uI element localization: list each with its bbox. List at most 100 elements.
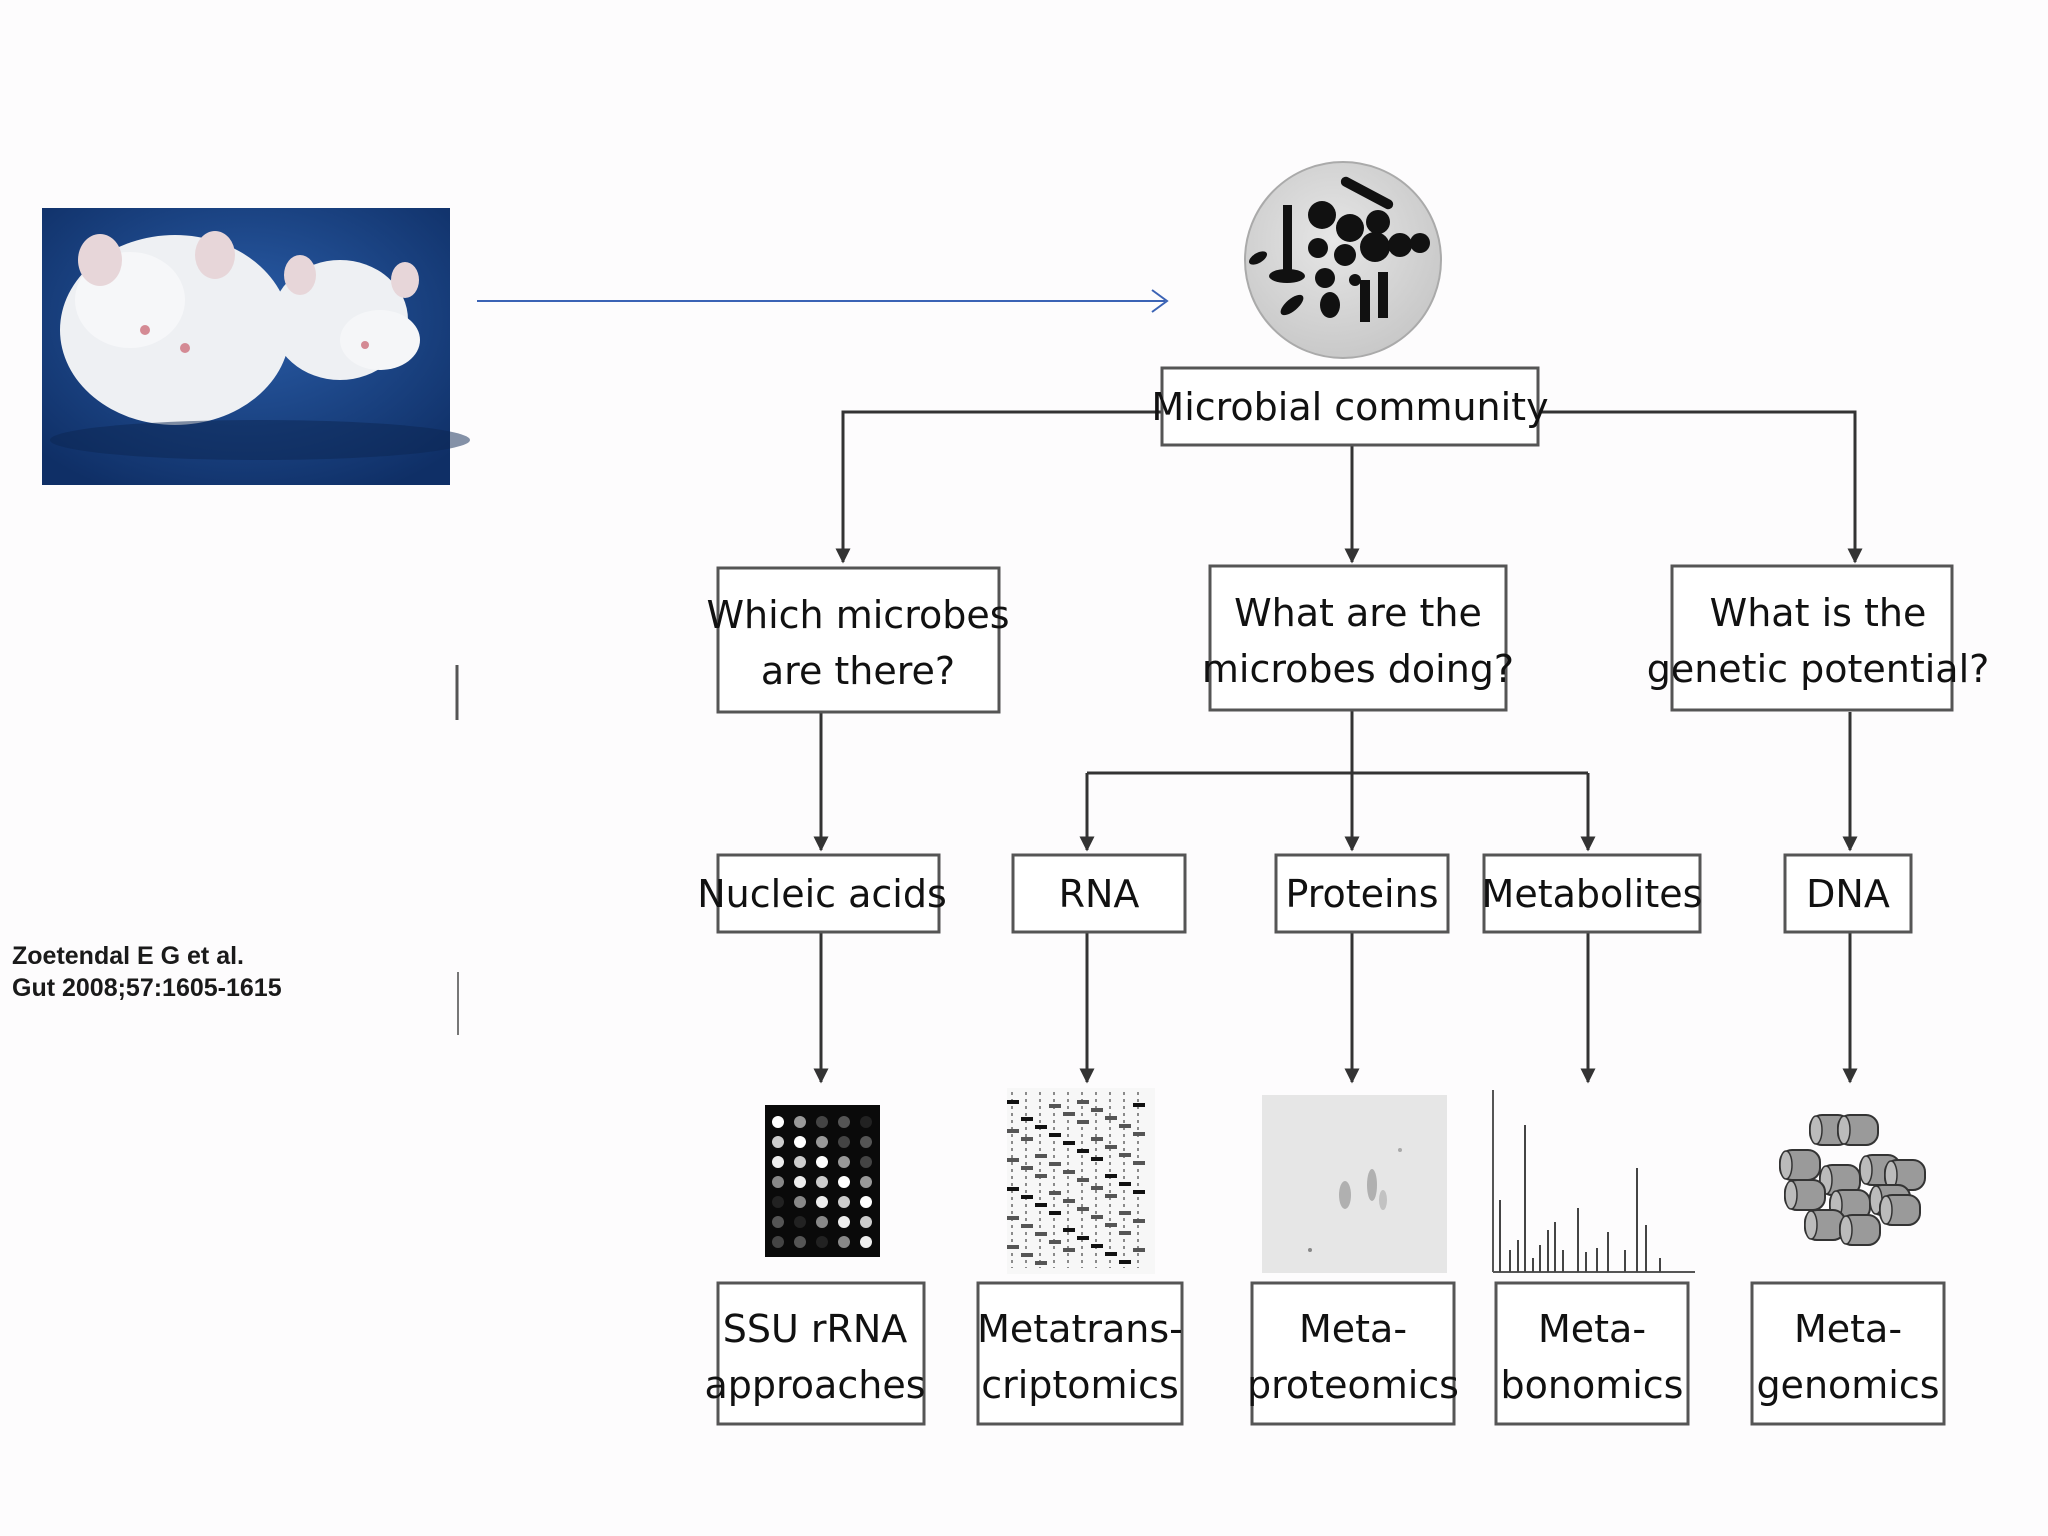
gel-band: [1091, 1157, 1103, 1161]
gel-band: [1035, 1232, 1047, 1236]
nucleic-acids-label: Nucleic acids: [697, 872, 947, 916]
which-microbes-line1: Which microbes: [706, 593, 1009, 637]
microbes-doing-line2: microbes doing?: [1202, 647, 1514, 691]
array-spot: [794, 1196, 806, 1208]
ssu-rrna-line1: SSU rRNA: [723, 1307, 908, 1351]
gel-band: [1133, 1132, 1145, 1136]
dna-fragment-end: [1784, 1180, 1798, 1210]
metagenomics-line2: genomics: [1756, 1363, 1939, 1407]
array-spot: [860, 1236, 872, 1248]
array-spot: [838, 1236, 850, 1248]
dna-fragment-end: [1859, 1155, 1873, 1185]
metabonomics-node: Meta- bonomics: [1494, 1281, 1690, 1426]
array-spot: [838, 1176, 850, 1188]
proteins-node: Proteins: [1274, 853, 1450, 934]
array-spot: [794, 1216, 806, 1228]
gel-band: [1049, 1133, 1061, 1137]
array-spot: [794, 1176, 806, 1188]
gel-band: [1091, 1137, 1103, 1141]
gel-band: [1063, 1141, 1075, 1145]
gel-band: [1035, 1154, 1047, 1158]
gel-band: [1063, 1112, 1075, 1116]
gel-band: [1007, 1187, 1019, 1191]
array-spot: [794, 1236, 806, 1248]
array-spot: [772, 1176, 784, 1188]
gel-band: [1133, 1161, 1145, 1165]
microarray-image: [765, 1105, 880, 1257]
array-spot: [794, 1136, 806, 1148]
gel-band: [1077, 1236, 1089, 1240]
metabolites-label: Metabolites: [1482, 872, 1703, 916]
gel-band: [1119, 1211, 1131, 1215]
array-spot: [772, 1196, 784, 1208]
microbes-doing-line1: What are the: [1234, 591, 1482, 635]
gel-band: [1035, 1174, 1047, 1178]
metagenomics-line1: Meta-: [1794, 1307, 1902, 1351]
array-spot: [838, 1156, 850, 1168]
gel-band: [1049, 1211, 1061, 1215]
metaproteomics-node: Meta- proteomics: [1247, 1281, 1459, 1426]
metabolites-node: Metabolites: [1482, 853, 1703, 934]
dna-fragment-end: [1879, 1195, 1893, 1225]
gel-band: [1077, 1178, 1089, 1182]
gel-band: [1133, 1190, 1145, 1194]
gel-image: [1007, 1088, 1155, 1274]
metabonomics-line1: Meta-: [1538, 1307, 1646, 1351]
dna-fragment-end: [1809, 1115, 1823, 1145]
array-spot: [838, 1136, 850, 1148]
metagenomics-node: Meta- genomics: [1750, 1281, 1946, 1426]
gel-band: [1133, 1248, 1145, 1252]
metaproteomics-line2: proteomics: [1247, 1363, 1459, 1407]
array-spot: [772, 1156, 784, 1168]
array-spot: [816, 1196, 828, 1208]
array-spot: [860, 1176, 872, 1188]
gel-band: [1105, 1223, 1117, 1227]
gel-band: [1105, 1174, 1117, 1178]
gel-band: [1007, 1129, 1019, 1133]
array-spot: [816, 1176, 828, 1188]
which-microbes-node: Which microbes are there?: [706, 566, 1010, 714]
array-spot: [816, 1156, 828, 1168]
citation: Zoetendal E G et al. Gut 2008;57:1605-16…: [12, 940, 282, 1004]
array-spot: [772, 1216, 784, 1228]
metatranscriptomics-line2: criptomics: [981, 1363, 1179, 1407]
gel-band: [1119, 1260, 1131, 1264]
array-spot: [838, 1196, 850, 1208]
gel-band: [1035, 1261, 1047, 1265]
gel-band: [1133, 1103, 1145, 1107]
array-spot: [816, 1236, 828, 1248]
metabonomics-line2: bonomics: [1501, 1363, 1684, 1407]
microbe-community-icon: [1244, 161, 1442, 359]
array-spot: [860, 1156, 872, 1168]
gel-band: [1021, 1224, 1033, 1228]
gel-band: [1007, 1100, 1019, 1104]
dna-label: DNA: [1806, 872, 1890, 916]
gel-band: [1035, 1203, 1047, 1207]
gel-band: [1007, 1245, 1019, 1249]
array-spot: [838, 1216, 850, 1228]
citation-journal: Gut 2008;57:1605-1615: [12, 974, 282, 1002]
genetic-potential-node: What is the genetic potential?: [1647, 564, 1990, 712]
dna-fragment-end: [1839, 1215, 1853, 1245]
gel-band: [1077, 1100, 1089, 1104]
gel-band: [1035, 1125, 1047, 1129]
genetic-potential-line2: genetic potential?: [1647, 647, 1990, 691]
rna-node: RNA: [1011, 853, 1187, 934]
dna-node: DNA: [1783, 853, 1913, 934]
gel-band: [1063, 1228, 1075, 1232]
gel-band: [1049, 1240, 1061, 1244]
gel-band: [1119, 1153, 1131, 1157]
spectrum-image: [1492, 1090, 1695, 1273]
gel-band: [1021, 1166, 1033, 1170]
ssu-rrna-node: SSU rRNA approaches: [704, 1281, 926, 1426]
gel-band: [1063, 1248, 1075, 1252]
nucleic-acids-node: Nucleic acids: [697, 853, 947, 934]
citation-authors: Zoetendal E G et al.: [12, 942, 244, 970]
which-microbes-line2: are there?: [761, 649, 955, 693]
gel-band: [1063, 1199, 1075, 1203]
dna-fragment-end: [1779, 1150, 1793, 1180]
gel-band: [1021, 1117, 1033, 1121]
gel-band: [1119, 1231, 1131, 1235]
gel-band: [1105, 1145, 1117, 1149]
